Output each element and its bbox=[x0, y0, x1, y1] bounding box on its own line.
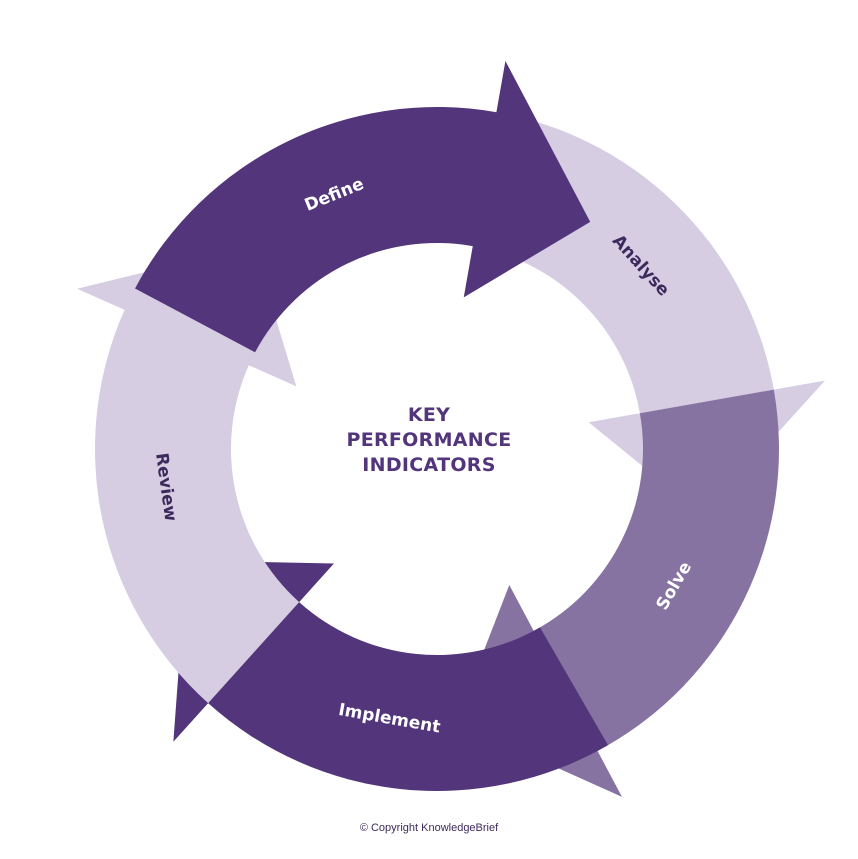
cycle-segment-define bbox=[135, 60, 591, 353]
center-title-line-3: INDICATORS bbox=[362, 454, 496, 476]
center-title-line-1: KEY bbox=[407, 404, 451, 426]
copyright-notice: © Copyright KnowledgeBrief bbox=[359, 822, 499, 834]
center-title-line-2: PERFORMANCE bbox=[346, 429, 512, 451]
center-title: KEY PERFORMANCE INDICATORS bbox=[279, 403, 579, 478]
cycle-segment-review bbox=[77, 245, 300, 704]
